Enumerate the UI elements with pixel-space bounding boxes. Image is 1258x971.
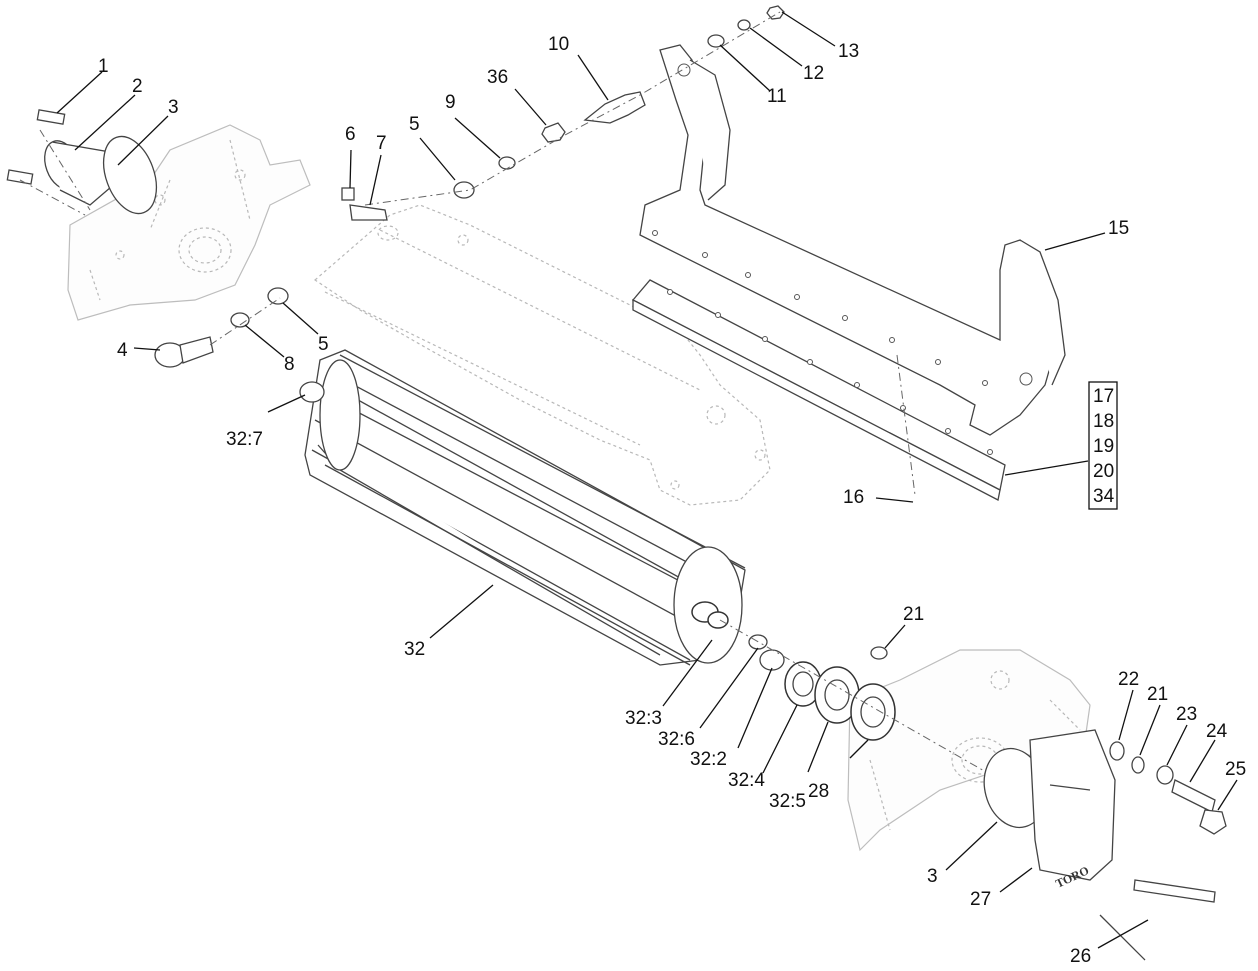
callout-21-upper: 21 [903,604,924,625]
callout-32-6: 32:6 [658,729,695,750]
leader-lines [56,11,1238,949]
reel-shaft-end [691,601,729,629]
callout-box-item: 34 [1093,486,1115,507]
callout-21-lower: 21 [1147,684,1168,705]
reel-frame [314,204,771,506]
bedknife-holes [667,289,993,455]
callout-24: 24 [1206,721,1228,742]
callout-32-3: 32:3 [625,708,662,729]
callout-3-right: 3 [927,866,938,887]
callout-box-item: 18 [1093,411,1114,432]
callout-16: 16 [843,487,864,508]
callout-32: 32 [404,639,425,660]
callout-32-4: 32:4 [728,770,765,791]
callout-3: 3 [168,97,179,118]
callout-32-7: 32:7 [226,429,263,450]
left-hardware [6,109,158,216]
callout-27: 27 [970,889,991,910]
callout-4: 4 [117,340,128,361]
callout-1: 1 [98,56,109,77]
callout-9: 9 [445,92,456,113]
callout-12: 12 [803,63,824,84]
callout-22: 22 [1118,669,1139,690]
left-side-plate [67,124,311,321]
callout-28: 28 [808,781,829,802]
callout-5-bottom: 5 [318,334,329,355]
callout-26: 26 [1070,946,1091,967]
bearing-stack [719,619,1001,781]
callout-box-item: 17 [1093,386,1114,407]
grouped-callout-box: 17 18 19 20 34 [1088,381,1118,510]
callout-8: 8 [284,354,295,375]
callout-7: 7 [376,133,387,154]
callout-32-5: 32:5 [769,791,806,812]
callout-5-top: 5 [409,114,420,135]
callout-23: 23 [1176,704,1197,725]
bedbar-assembly [631,44,1066,501]
callout-25: 25 [1225,759,1246,780]
reel-cutting-unit [304,349,746,666]
callout-box-item: 19 [1093,436,1114,457]
callout-labels: 1 2 3 4 5 5 6 7 8 9 36 10 11 12 13 15 16… [98,34,1246,967]
pivot-hardware [341,5,785,221]
callout-box-item: 20 [1093,461,1114,482]
callout-11: 11 [767,86,787,107]
callout-2: 2 [132,76,143,97]
callout-10: 10 [548,34,569,55]
bedbar-mounting-holes [652,230,988,386]
callout-13: 13 [838,41,859,62]
callout-15: 15 [1108,218,1129,239]
right-cover-assembly [983,729,1227,961]
callout-6: 6 [345,124,356,145]
drive-parts-left [154,287,325,403]
callout-32-2: 32:2 [690,749,727,770]
callout-36: 36 [487,67,508,88]
